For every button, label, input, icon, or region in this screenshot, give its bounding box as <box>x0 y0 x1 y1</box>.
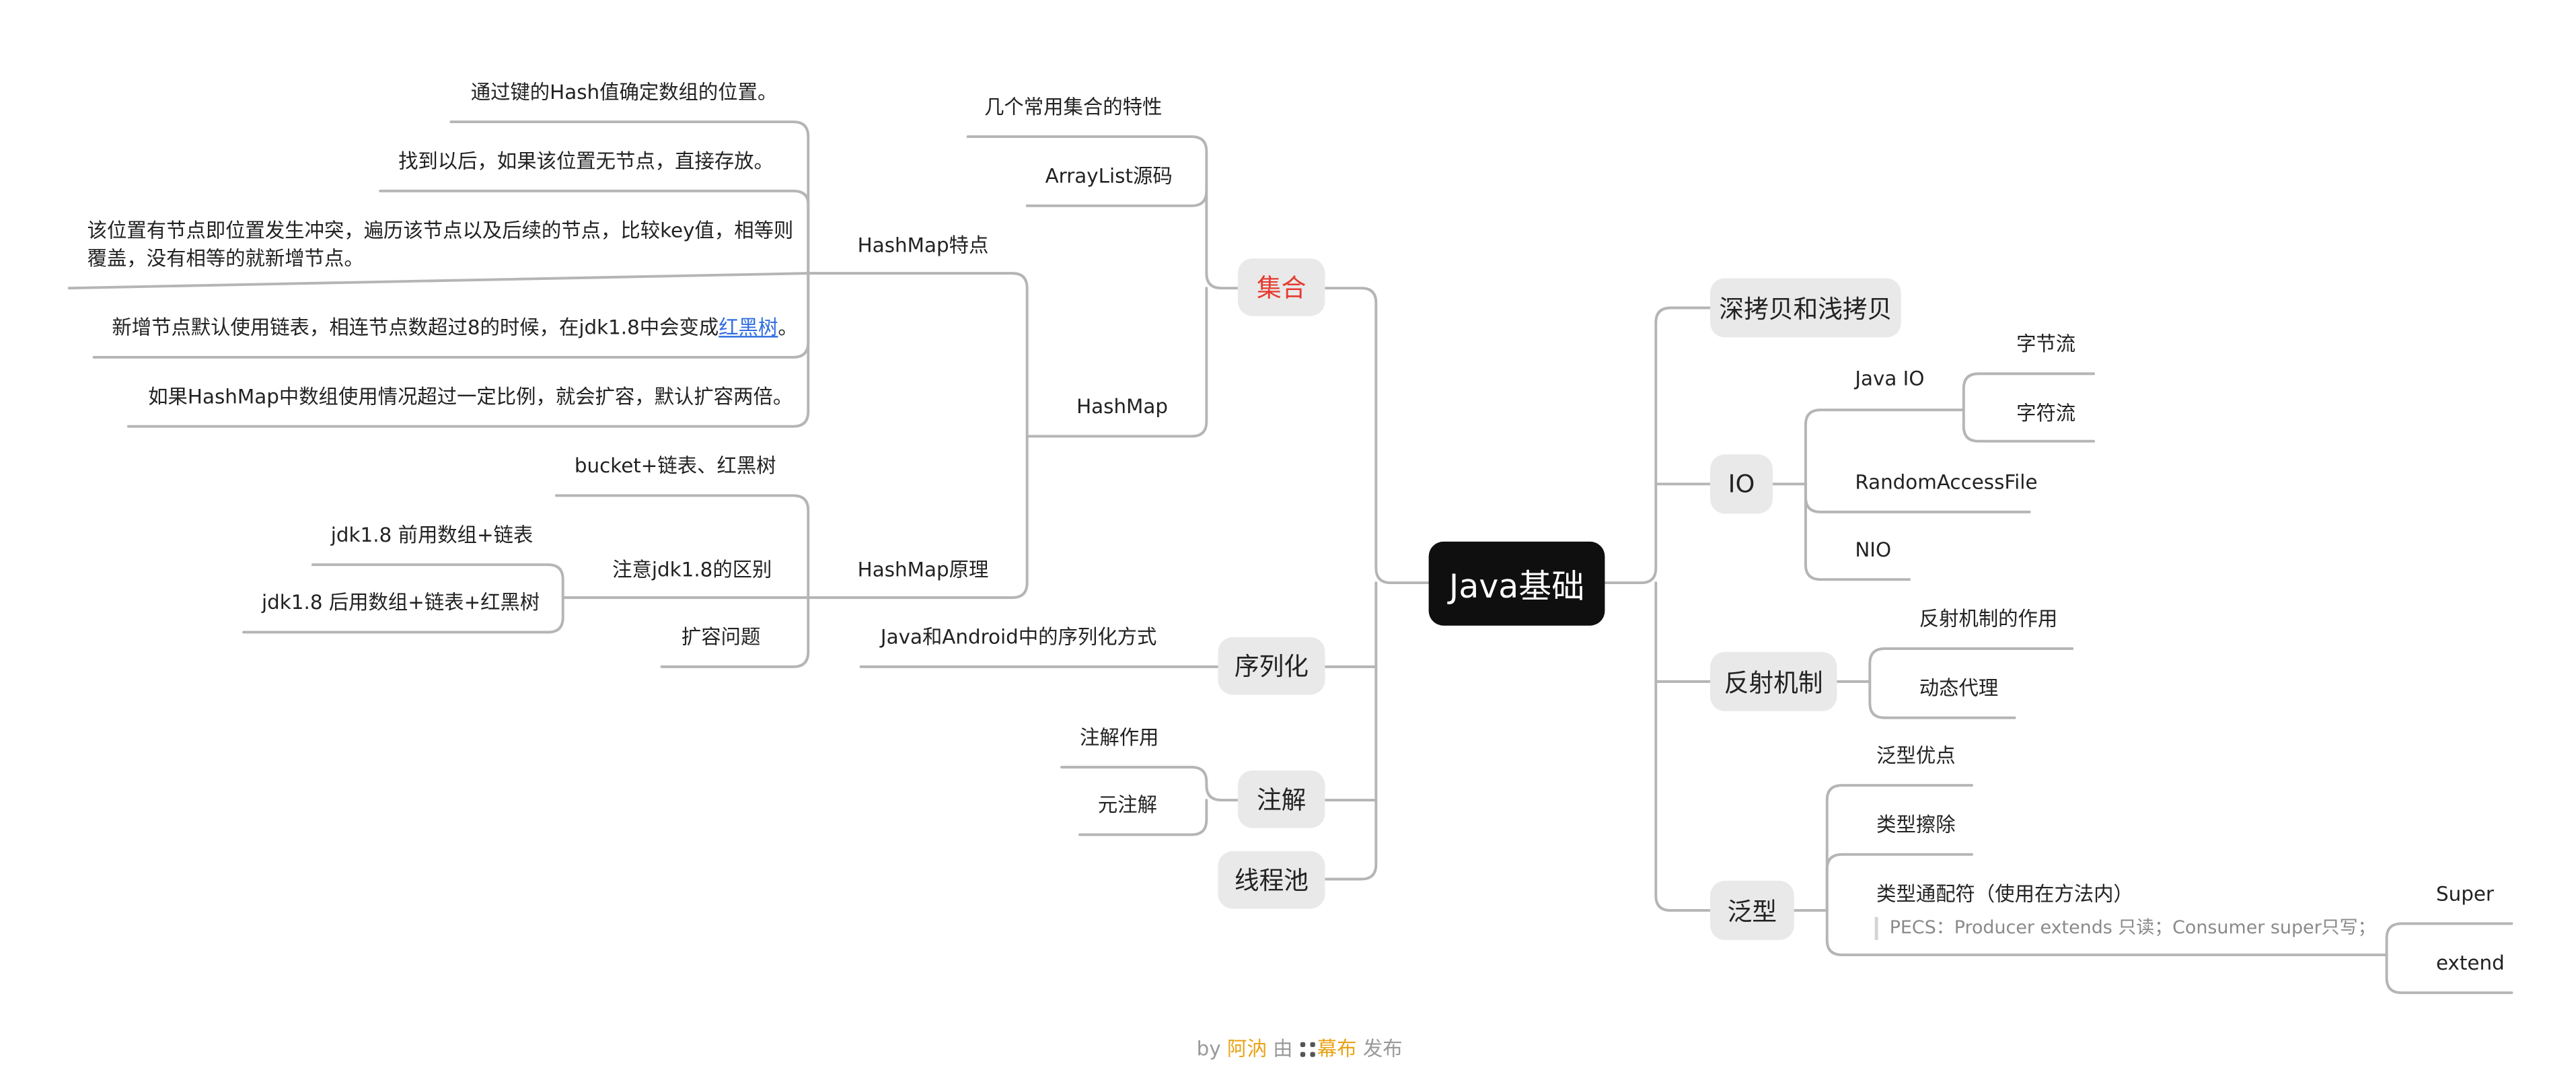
principle-bucket[interactable]: bucket+链表、红黑树 <box>574 454 776 478</box>
hashmap-principle[interactable]: HashMap原理 <box>857 558 989 581</box>
trait-item-2[interactable]: 找到以后，如果该位置无节点，直接存放。 <box>398 149 774 173</box>
footer-author[interactable]: 阿汭 <box>1227 1037 1267 1060</box>
node-threadpool[interactable]: 线程池 <box>1218 851 1325 909</box>
trait-item-4-text: 新增节点默认使用链表，相连节点数超过8的时候，在jdk1.8中会变成 <box>112 316 719 339</box>
trait-item-3-line-2: 覆盖，没有相等的就新增节点。 <box>87 246 364 271</box>
trait-item-3[interactable]: 该位置有节点即位置发生冲突，遍历该节点以及后续的节点，比较key值，相等则 覆盖… <box>87 217 794 273</box>
generics-wildcard-note: PECS：Producer extends 只读；Consumer super只… <box>1874 916 2376 941</box>
red-black-tree-link[interactable]: 红黑树 <box>719 316 778 339</box>
footer-via: 由 <box>1266 1037 1299 1060</box>
footer-by: by <box>1196 1037 1228 1060</box>
hashmap-traits[interactable]: HashMap特点 <box>857 233 989 257</box>
footer-brand[interactable]: 幕布 <box>1317 1037 1357 1060</box>
generics-advantages[interactable]: 泛型优点 <box>1876 744 1956 768</box>
jdk-after[interactable]: jdk1.8 后用数组+链表+红黑树 <box>262 591 540 614</box>
node-reflection[interactable]: 反射机制 <box>1710 651 1837 711</box>
serialization-item[interactable]: Java和Android中的序列化方式 <box>880 625 1157 649</box>
reflection-purpose[interactable]: 反射机制的作用 <box>1919 607 2058 631</box>
collection-features[interactable]: 几个常用集合的特性 <box>984 95 1163 119</box>
trait-item-5[interactable]: 如果HashMap中数组使用情况超过一定比例，就会扩容，默认扩容两倍。 <box>148 385 793 408</box>
node-generics[interactable]: 泛型 <box>1710 880 1794 941</box>
io-random-access-file[interactable]: RandomAccessFile <box>1855 470 2038 494</box>
node-serialization[interactable]: 序列化 <box>1218 637 1325 695</box>
wildcard-extend[interactable]: extend <box>2435 951 2505 975</box>
principle-resize[interactable]: 扩容问题 <box>681 625 761 649</box>
io-nio[interactable]: NIO <box>1855 538 1892 562</box>
root-node[interactable]: Java基础 <box>1428 541 1605 626</box>
generics-type-erasure[interactable]: 类型擦除 <box>1876 813 1956 836</box>
collection-hashmap[interactable]: HashMap <box>1076 395 1169 419</box>
node-io[interactable]: IO <box>1710 454 1773 514</box>
collection-arraylist[interactable]: ArrayList源码 <box>1045 164 1173 188</box>
footer: by 阿汭 由 幕布 发布 <box>1197 1034 1403 1062</box>
trait-item-4-end: 。 <box>778 316 798 339</box>
node-collection[interactable]: 集合 <box>1237 258 1325 316</box>
generics-wildcard[interactable]: 类型通配符（使用在方法内） <box>1876 882 2133 906</box>
node-annotation[interactable]: 注解 <box>1237 770 1325 828</box>
jdk-before[interactable]: jdk1.8 前用数组+链表 <box>330 524 533 547</box>
footer-publish: 发布 <box>1356 1037 1403 1060</box>
principle-jdk-diff[interactable]: 注意jdk1.8的区别 <box>612 558 772 581</box>
io-char-stream[interactable]: 字符流 <box>2016 401 2076 425</box>
wildcard-super[interactable]: Super <box>2435 882 2494 906</box>
mubu-logo-icon <box>1300 1042 1316 1057</box>
trait-item-3-line-1: 该位置有节点即位置发生冲突，遍历该节点以及后续的节点，比较key值，相等则 <box>87 219 794 242</box>
trait-item-4[interactable]: 新增节点默认使用链表，相连节点数超过8的时候，在jdk1.8中会变成红黑树。 <box>112 314 797 343</box>
annotation-item-1[interactable]: 注解作用 <box>1079 725 1159 750</box>
annotation-item-2[interactable]: 元注解 <box>1097 793 1157 817</box>
io-byte-stream[interactable]: 字节流 <box>2016 332 2076 356</box>
io-java-io[interactable]: Java IO <box>1855 367 1925 390</box>
reflection-dynamic-proxy[interactable]: 动态代理 <box>1919 676 1999 700</box>
node-deep-shallow-copy[interactable]: 深拷贝和浅拷贝 <box>1710 278 1901 338</box>
trait-item-1[interactable]: 通过键的Hash值确定数组的位置。 <box>470 80 778 104</box>
